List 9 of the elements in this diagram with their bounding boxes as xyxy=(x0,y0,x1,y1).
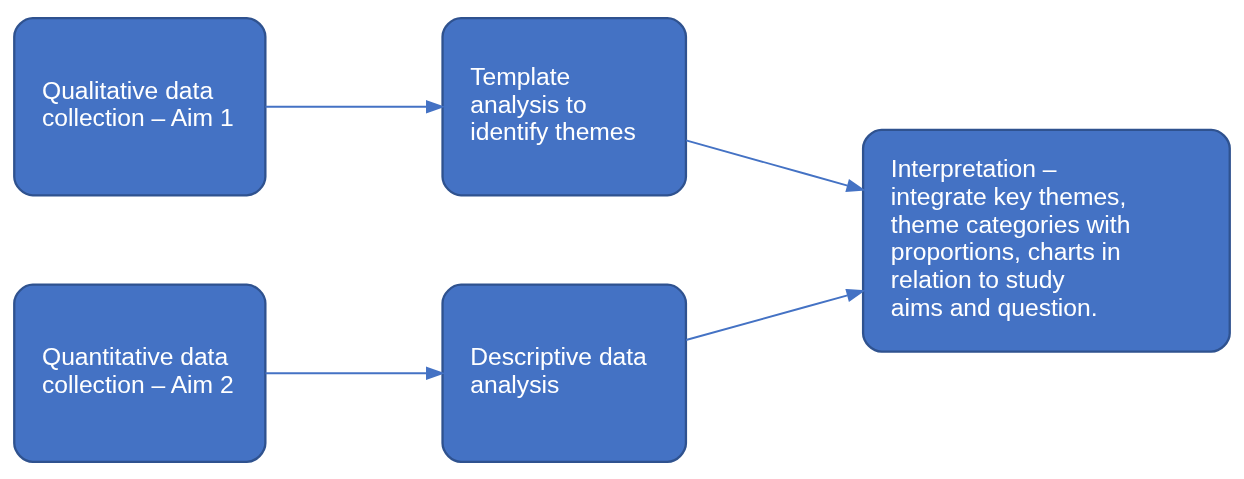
arrow xyxy=(264,99,446,113)
arrow xyxy=(685,288,866,341)
node-box: Template analysis to identify themes xyxy=(441,16,688,196)
node-box: Interpretation – integrate key themes, theme categories with proportions, charts in relation to study aims and question. xyxy=(861,128,1231,353)
arrow xyxy=(264,366,446,380)
node-box: Quantitative data collection – Aim 2 xyxy=(13,283,267,463)
arrow xyxy=(685,138,866,192)
node-box: Qualitative data collection – Aim 1 xyxy=(13,16,267,196)
node-box: Descriptive data analysis xyxy=(441,283,688,463)
